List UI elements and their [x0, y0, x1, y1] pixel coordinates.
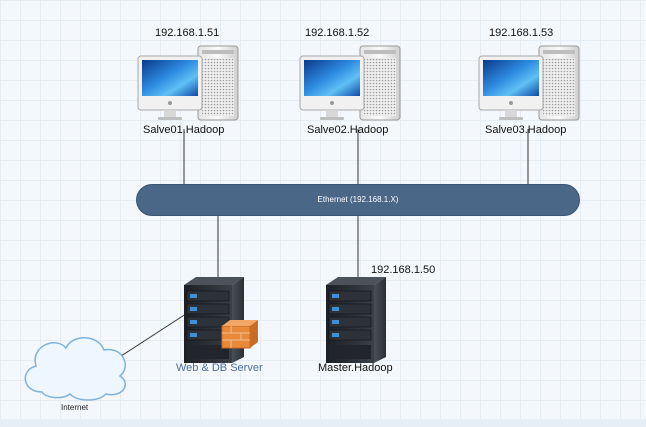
salve01-hostname: Salve01.Hadoop — [143, 124, 225, 136]
master-server-icon — [325, 276, 387, 364]
salve03-ip: 192.168.1.53 — [489, 27, 554, 39]
internet-label: Internet — [61, 403, 89, 412]
master-hostname: Master.Hadoop — [318, 362, 393, 374]
workstation-salve02-icon — [299, 45, 401, 121]
canvas-bottom-edge — [0, 419, 646, 427]
workstation-salve03-icon — [478, 45, 580, 121]
salve02-ip: 192.168.1.52 — [305, 27, 370, 39]
web-db-server-label: Web & DB Server — [176, 362, 263, 374]
workstation-salve01-icon — [137, 45, 239, 121]
internet-cloud-icon — [24, 337, 126, 401]
ethernet-bus: Ethernet (192.168.1.X) — [136, 184, 580, 216]
salve03-hostname: Salve03.Hadoop — [485, 124, 567, 136]
link-internet — [117, 309, 193, 359]
salve02-hostname: Salve02.Hadoop — [307, 124, 389, 136]
ethernet-label: Ethernet (192.168.1.X) — [317, 195, 399, 204]
salve01-ip: 192.168.1.51 — [155, 27, 220, 39]
connector-lines — [117, 129, 529, 359]
master-ip: 192.168.1.50 — [371, 264, 436, 276]
firewall-icon — [221, 320, 258, 349]
